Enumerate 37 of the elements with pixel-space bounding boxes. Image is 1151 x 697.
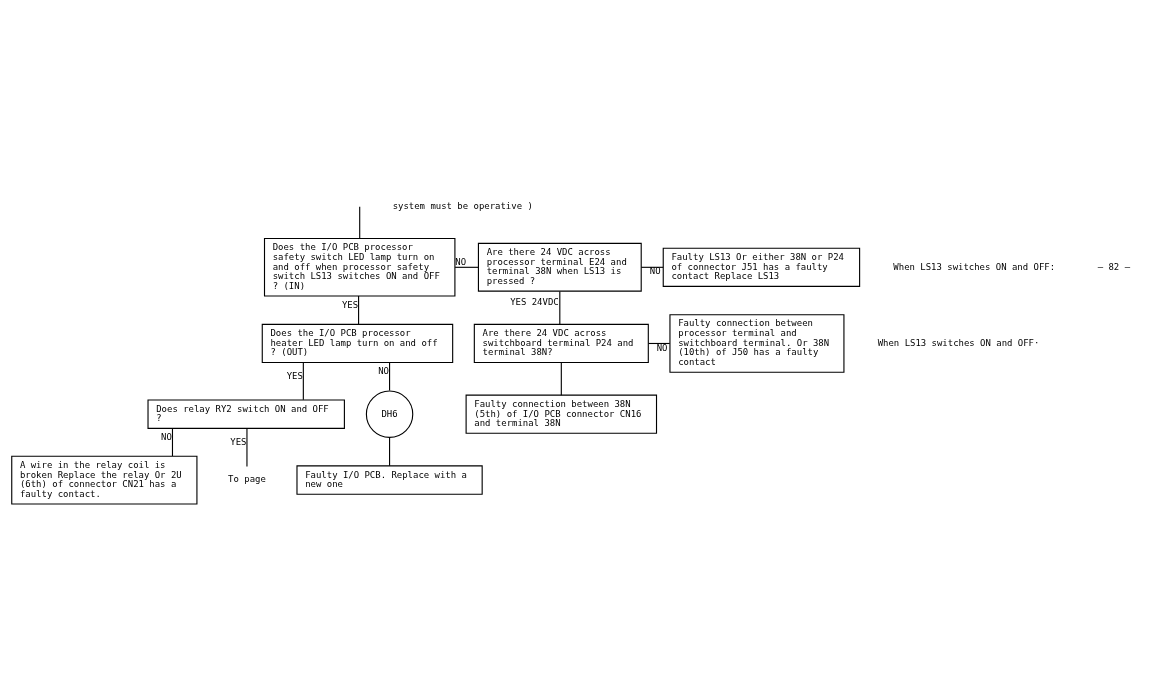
connector — [640, 266, 664, 268]
node-box: Are there 24 VDC across processor terminal E24 and terminal 38N when LS13 is pressed ? — [477, 242, 642, 292]
label: When LS13 switches ON and OFF: — [893, 261, 1056, 272]
connector — [454, 266, 479, 268]
connector — [389, 362, 391, 392]
node-box: Does relay RY2 switch ON and OFF ? — [147, 399, 345, 429]
node-box: Faulty connection between processor terminal and switchboard terminal. Or 38N (10th) of J50 has a faulty contact — [669, 314, 845, 373]
node-text: To page — [228, 474, 266, 485]
connector — [560, 362, 562, 396]
edge-label: NO — [656, 342, 668, 353]
edge-label: NO — [378, 366, 389, 377]
node-box: Faulty I/O PCB. Replace with a new one — [296, 465, 483, 495]
label: When LS13 switches ON and OFF· — [877, 337, 1040, 348]
edge-label: NO — [455, 256, 467, 267]
label: system must be operative ) — [392, 200, 533, 211]
connector — [302, 362, 304, 401]
edge-label: NO — [649, 266, 661, 277]
edge-label: YES — [341, 299, 359, 310]
node-box: Does the I/O PCB processor safety switch LED lamp turn on and off when processor safety switch LS13 switches ON and OFF ? (IN) — [263, 237, 456, 297]
edge-label: NO — [161, 431, 172, 442]
label: – 82 – — [1097, 261, 1131, 272]
connector — [359, 206, 361, 239]
node-box: Does the I/O PCB processor heater LED lamp turn on and off ? (OUT) — [261, 323, 454, 364]
node-box: Faulty LS13 Or either 38N or P24 of connector J51 has a faulty contact Replace LS13 — [662, 247, 861, 287]
connector — [648, 342, 671, 345]
connector — [559, 290, 561, 325]
edge-label: YES — [230, 436, 247, 447]
connector — [358, 295, 360, 325]
node-box: Faulty connection between 38N (5th) of I/O PCB connector CN16 and terminal 38N — [465, 394, 658, 434]
connector — [389, 437, 391, 467]
node-box: A wire in the relay coil is broken Replace the relay Or 2U (6th) of connector CN21 has a faulty contact. — [11, 455, 198, 505]
node-circle: DH6 — [365, 390, 414, 438]
edge-label: YES — [286, 370, 303, 381]
edge-label: YES 24VDC — [510, 297, 559, 308]
connector — [246, 427, 248, 468]
node-box: Are there 24 VDC across switchboard terminal P24 and terminal 38N? — [473, 323, 649, 364]
connector — [171, 427, 174, 457]
